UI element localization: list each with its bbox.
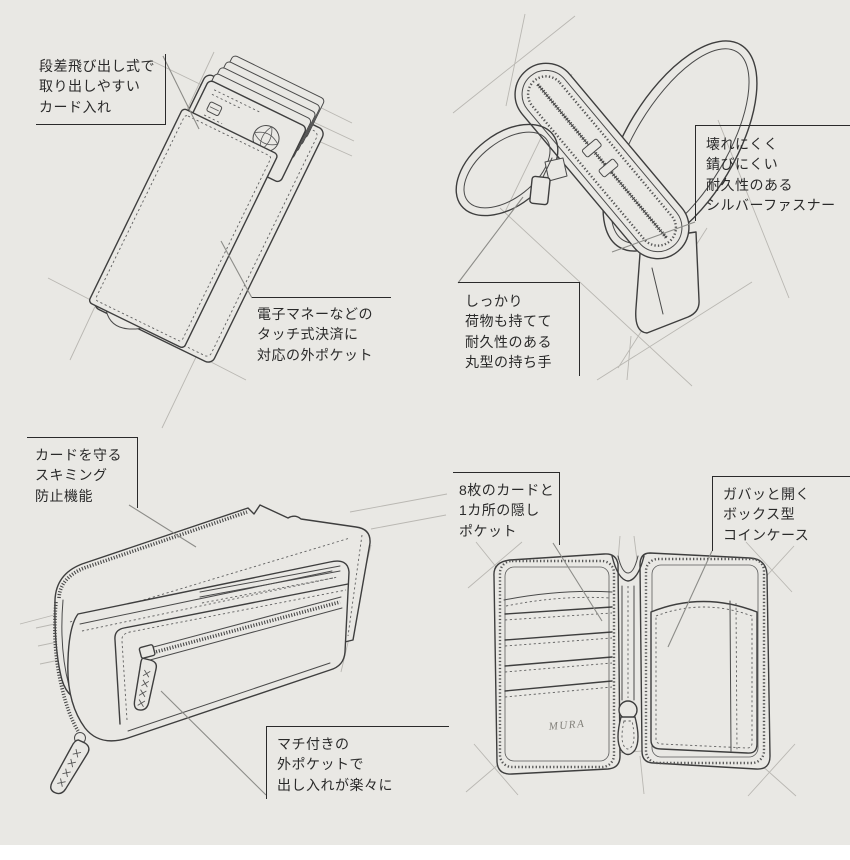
bifold-wallet-sketch: MURA — [465, 535, 797, 797]
bag-zip-pull — [529, 175, 551, 206]
zipper-slider — [598, 158, 619, 178]
bag-handle-left — [455, 123, 559, 217]
callout-gusset-pocket: マチ付きの 外ポケットで 出し入れが楽々に — [266, 726, 449, 799]
zipper-slider — [581, 138, 602, 158]
callout-zipper: 壊れにくく 錆びにくい 耐久性のある シルバーファスナー — [695, 125, 850, 222]
callout-skimming: カードを守る スキミング 防止機能 — [27, 437, 138, 508]
wallet-zip-coil-side — [53, 601, 80, 732]
pocket-zipper-coil — [147, 600, 341, 656]
main-zip-pull — [50, 739, 90, 795]
callout-handle: しっかり 荷物も持てて 耐久性のある 丸型の持ち手 — [458, 282, 580, 377]
bag-opening — [514, 62, 690, 260]
left-zip-texture — [498, 559, 616, 769]
callout-eight-cards: 8枚のカードと 1カ所の隠し ポケット — [453, 472, 560, 545]
bag-handle-right — [602, 40, 758, 252]
cardholder-sketch — [47, 51, 355, 429]
pocket-zip-pull — [133, 657, 158, 711]
callout-leader-lines — [128, 55, 713, 796]
brand-text: MURA — [547, 718, 585, 733]
long-wallet-sketch — [19, 493, 448, 795]
callout-coin-case: ガバッと開く ボックス型 コインケース — [712, 476, 850, 551]
tote-bag-sketch — [452, 13, 790, 387]
callout-card-slot: 段差飛び出し式で 取り出しやすい カード入れ — [36, 54, 166, 125]
pocket-zip-slider — [138, 644, 156, 659]
card-chip — [206, 101, 223, 116]
callout-outer-pocket: 電子マネーなどの タッチ式決済に 対応の外ポケット — [252, 297, 391, 365]
footer-strip — [0, 845, 850, 860]
